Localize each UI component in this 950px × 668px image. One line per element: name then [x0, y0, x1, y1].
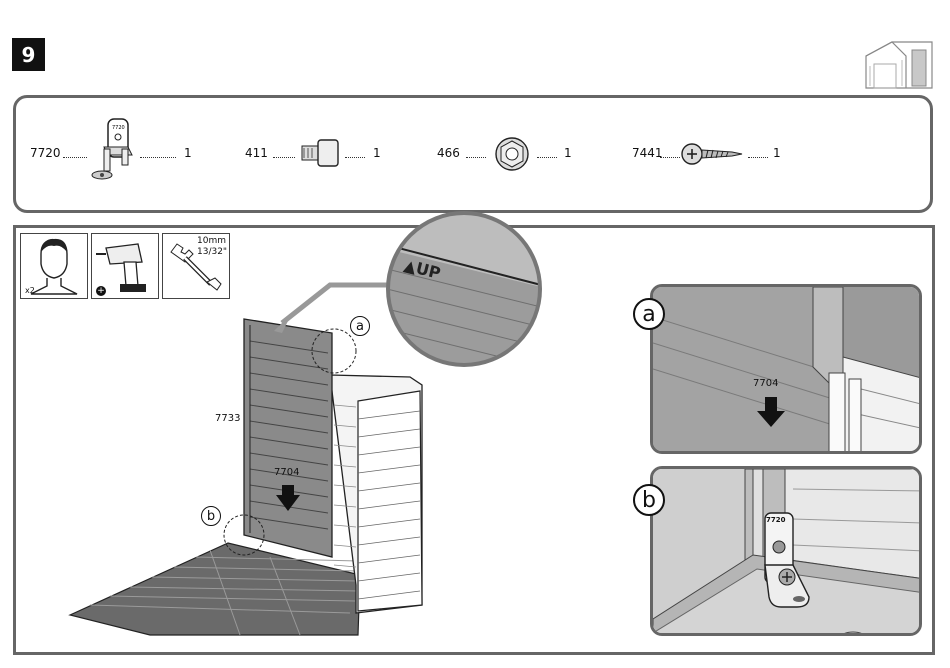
leader-dots	[345, 157, 365, 158]
detail-b-panel	[650, 466, 922, 636]
part-code: 466	[437, 146, 460, 160]
square-bolt-icon	[298, 138, 346, 172]
leader-dots	[748, 157, 768, 158]
part-code: 7441	[632, 146, 663, 160]
detail-b-illustration	[653, 469, 922, 636]
back-panel	[244, 319, 332, 557]
screw-icon	[680, 138, 744, 170]
bracket-stamp: 7720	[112, 125, 125, 131]
part-qty: 1	[184, 146, 192, 160]
detail-a-part-label: 7704	[753, 378, 778, 389]
callout-b: b	[201, 506, 221, 526]
leader-dots	[273, 157, 295, 158]
callout-a: a	[350, 316, 370, 336]
leader-dots	[660, 157, 680, 158]
detail-b-bracket-stamp: 7720	[766, 516, 785, 524]
leader-dots	[537, 157, 557, 158]
leader-dots	[140, 157, 176, 158]
parts-list-panel	[13, 95, 933, 213]
detail-a-illustration	[653, 287, 922, 454]
leader-dots	[63, 157, 87, 158]
zoom-magnifier: ▲UP	[383, 208, 545, 370]
step-number-badge: 9	[12, 38, 45, 71]
panel-part-label: 7733	[215, 413, 240, 424]
detail-a-panel	[650, 284, 922, 454]
floor-base	[70, 543, 360, 635]
direction-part-label: 7704	[274, 467, 299, 478]
part-code: 7720	[30, 146, 61, 160]
detail-b-label: b	[633, 484, 665, 516]
part-code: 411	[245, 146, 268, 160]
part-qty: 1	[373, 146, 381, 160]
hex-nut-icon	[494, 136, 530, 172]
leader-dots	[466, 157, 486, 158]
detail-a-label: a	[633, 298, 665, 330]
people-count: x2	[25, 286, 35, 295]
bracket-icon: 7720	[90, 113, 140, 185]
part-qty: 1	[564, 146, 572, 160]
shed-icon	[862, 36, 936, 92]
part-qty: 1	[773, 146, 781, 160]
